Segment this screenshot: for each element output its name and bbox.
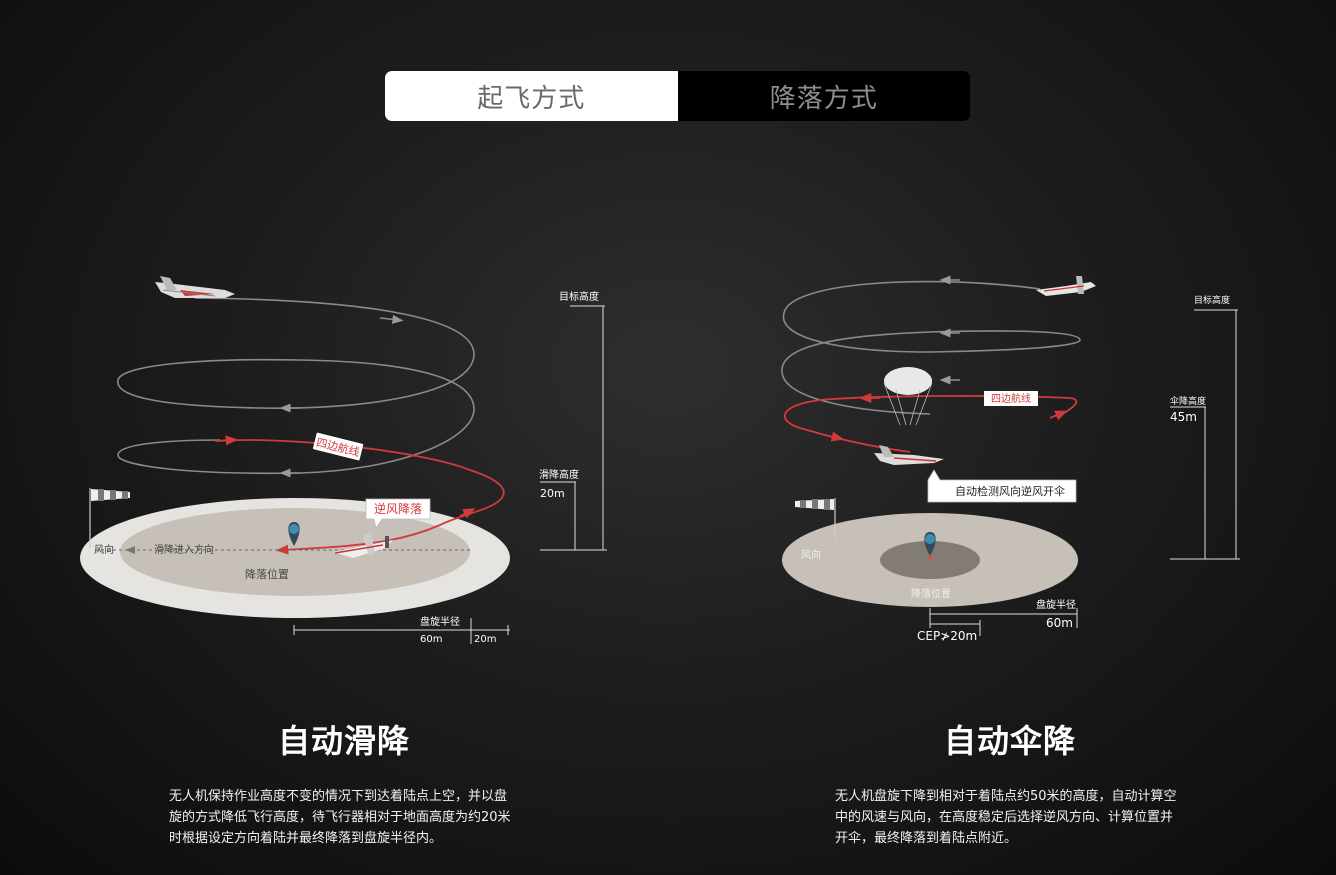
section-description-glide: 无人机保持作业高度不变的情况下到达着陆点上空，并以盘旋的方式降低飞行高度，待飞行… (169, 789, 511, 846)
glide-landing-diagram: 四边航线 逆风降落 目标高度 滑降高度 20m 风向 滑降进入方向 降落位置 盘… (80, 276, 607, 645)
windsock-icon (89, 488, 130, 548)
right-radius-scale (929, 608, 1078, 636)
approach-arrow (125, 546, 135, 554)
landing-mode-tabs: 起飞方式 降落方式 (385, 71, 970, 121)
right-aircraft-icon (1036, 276, 1096, 296)
altitude-scale (540, 305, 607, 551)
upwind-landing-callout: 逆风降落 (365, 498, 431, 530)
location-pin-icon (288, 522, 300, 546)
right-location-pin-icon (924, 532, 936, 559)
right-landing-position-label: 降落位置 (911, 587, 951, 600)
right-windsock-icon (795, 498, 836, 540)
parachute-pattern-route (783, 392, 1078, 453)
glide-altitude-value: 20m (540, 487, 565, 500)
radius-scale (293, 618, 510, 644)
tab-landing[interactable]: 降落方式 (677, 71, 970, 121)
parachute-altitude-label: 伞降高度 (1170, 395, 1206, 407)
wind-direction-label: 风向 (94, 543, 114, 556)
right-target-altitude-label: 目标高度 (1194, 294, 1230, 306)
tab-takeoff[interactable]: 起飞方式 (385, 71, 678, 121)
circle-radius-label: 盘旋半径 (420, 615, 460, 628)
section-title-glide: 自动滑降 (277, 722, 410, 760)
landing-aircraft-icon (333, 532, 393, 558)
callout-text: 逆风降落 (374, 501, 422, 516)
right-altitude-scale (1170, 309, 1240, 560)
right-wind-direction-label: 风向 (801, 548, 821, 561)
right-pattern-label: 四边航线 (991, 392, 1031, 405)
section-description-parachute: 无人机盘旋下降到相对于着陆点约50米的高度，自动计算空中的风速与风向，在高度稳定… (835, 789, 1177, 846)
extra-radius-value: 20m (474, 634, 496, 645)
aircraft-icon (155, 276, 235, 298)
descent-orbits (117, 297, 475, 478)
radius-value: 60m (420, 634, 442, 645)
right-pattern-label-tag: 四边航线 (984, 391, 1038, 406)
descending-aircraft-icon (874, 445, 944, 465)
right-radius-value: 60m (1046, 616, 1073, 630)
section-title-parachute: 自动伞降 (943, 722, 1076, 760)
auto-chute-callout: 自动检测风向逆风开伞 (927, 469, 1077, 503)
right-circle-radius-label: 盘旋半径 (1036, 598, 1076, 611)
approach-direction-label: 滑降进入方向 (154, 543, 214, 556)
glide-altitude-label: 滑降高度 (539, 468, 579, 481)
parachute-icon (883, 367, 933, 426)
pattern-label-tag: 四边航线 (312, 432, 364, 461)
landing-zone-right (880, 541, 980, 579)
parachute-altitude-value: 45m (1170, 410, 1197, 424)
parachute-landing-diagram: 四边航线 自动检测风向逆风开伞 风向 降落位置 (781, 275, 1240, 643)
parachute-orbits (781, 275, 1081, 415)
target-altitude-label: 目标高度 (559, 290, 599, 303)
landing-zone-inner (120, 508, 470, 596)
right-callout-text: 自动检测风向逆风开伞 (955, 484, 1065, 498)
landing-position-label: 降落位置 (245, 567, 289, 581)
cep-value: CEP≯20m (917, 629, 977, 643)
